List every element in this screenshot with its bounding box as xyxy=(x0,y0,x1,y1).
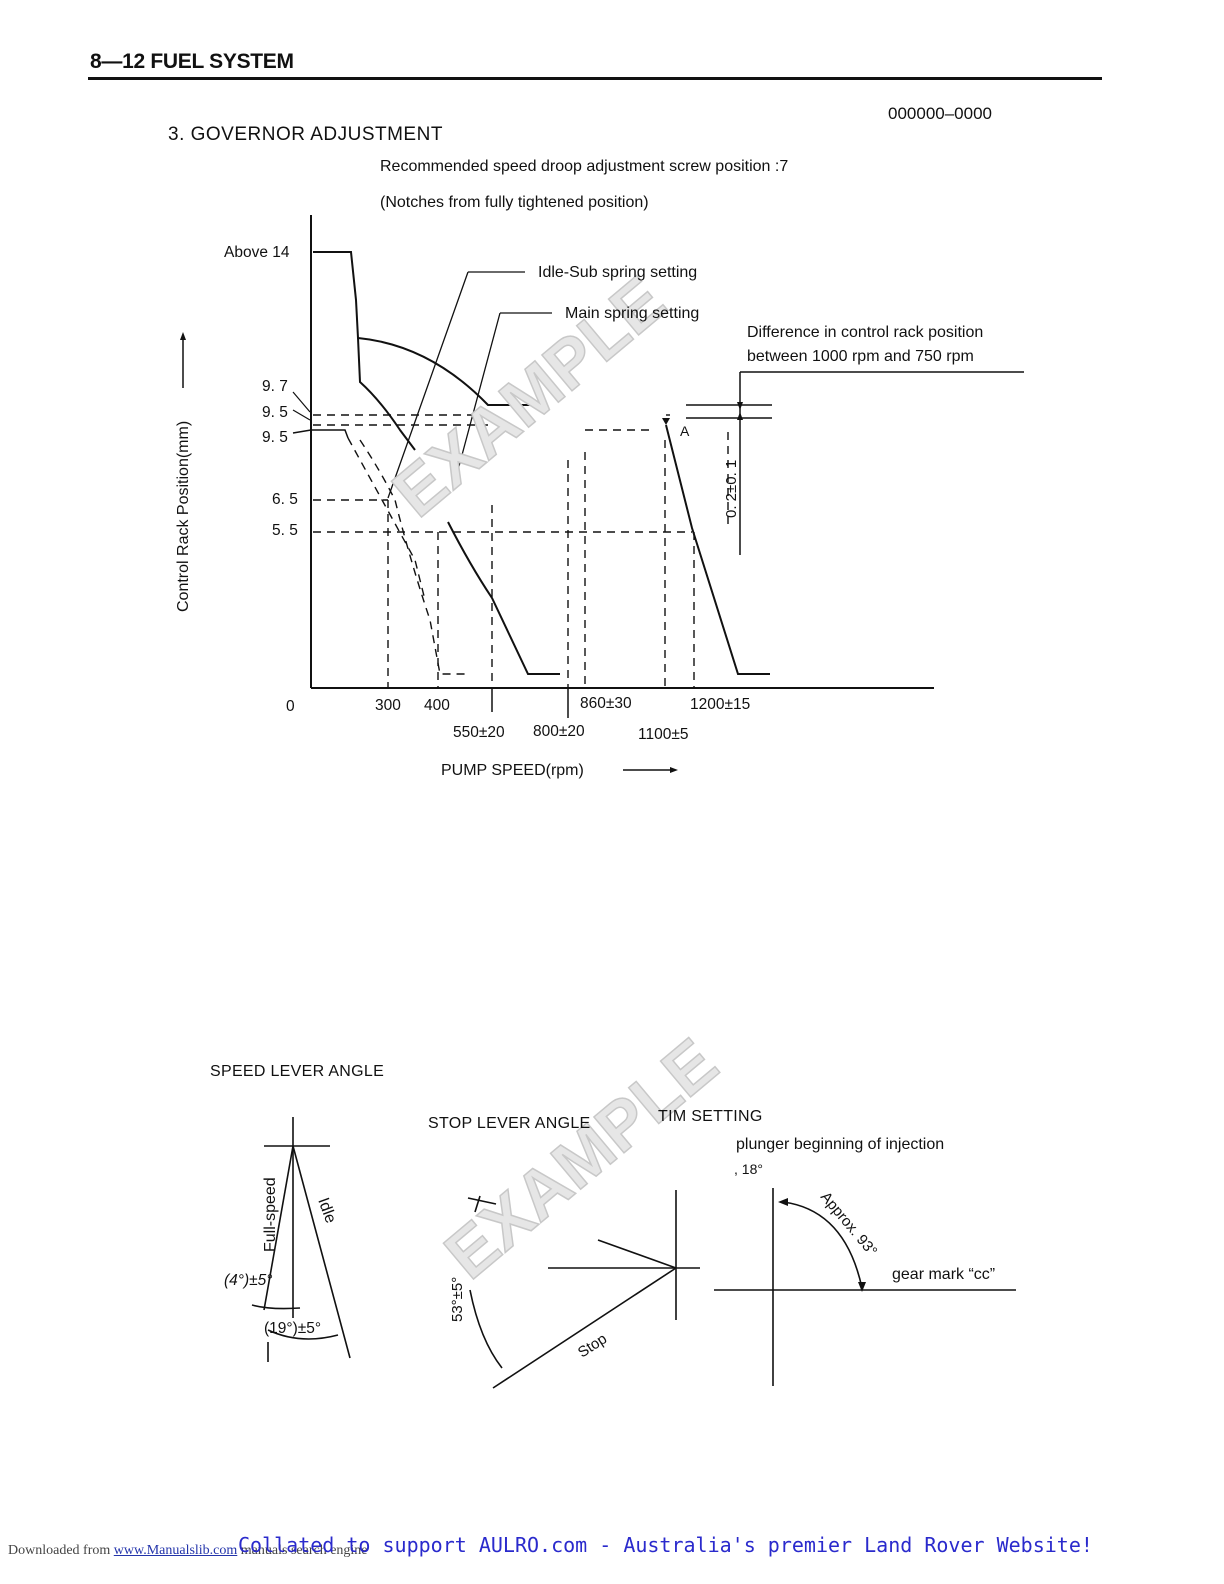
x-label-400: 400 xyxy=(424,697,450,714)
x-label-0: 0 xyxy=(286,698,295,715)
idle-curve xyxy=(357,337,416,451)
y-label-9-7: 9. 7 xyxy=(262,378,288,395)
y-label-9-5a: 9. 5 xyxy=(262,404,288,421)
droop-note-line1: Recommended speed droop adjustment screw… xyxy=(380,158,789,175)
main-spring-leader xyxy=(457,312,552,471)
x-label-860: 860±30 xyxy=(580,695,632,712)
speed-lever-diagram xyxy=(251,1117,351,1362)
full-speed-label: Full-speed xyxy=(262,1177,279,1252)
footer-prefix: Downloaded from xyxy=(8,1543,111,1558)
speed-lever-title: SPEED LEVER ANGLE xyxy=(210,1063,385,1080)
watermark-example-2: EXAMPLE xyxy=(431,1024,732,1294)
speed-angle-1: (4°)±5° xyxy=(224,1272,273,1289)
speed-angle-2: (19°)±5° xyxy=(264,1320,322,1337)
stop-label: Stop xyxy=(575,1330,610,1361)
timing-title: TIM SETTING xyxy=(658,1108,763,1125)
high-speed-curve xyxy=(665,424,770,675)
difference-label-line2: between 1000 rpm and 750 rpm xyxy=(747,348,974,365)
y-label-above14: Above 14 xyxy=(224,244,290,261)
idle-label: Idle xyxy=(314,1196,339,1226)
y-label-6-5: 6. 5 xyxy=(272,491,298,508)
header-title: 8—12 FUEL SYSTEM xyxy=(90,50,294,73)
y-axis-title: Control Rack Position(mm) xyxy=(175,421,192,612)
x-label-1200: 1200±15 xyxy=(690,696,751,713)
footer-downloaded: Downloaded from www.Manualslib.com manua… xyxy=(8,1543,368,1559)
timing-line2: , 18° xyxy=(734,1161,763,1177)
difference-label-line1: Difference in control rack position xyxy=(747,324,984,341)
main-descent xyxy=(447,521,560,675)
point-a-label: A xyxy=(680,423,690,439)
stop-angle-label: 53°±5° xyxy=(449,1277,466,1322)
gear-mark-label: gear mark “cc” xyxy=(892,1266,996,1283)
droop-note-line2: (Notches from fully tightened position) xyxy=(380,194,649,211)
idle-sub-leader xyxy=(387,271,525,499)
y-label-9-5b: 9. 5 xyxy=(262,429,288,446)
section-title: 3. GOVERNOR ADJUSTMENT xyxy=(168,124,443,145)
x-label-800: 800±20 xyxy=(533,723,585,740)
main-spring-label: Main spring setting xyxy=(565,305,700,322)
stop-lever-diagram xyxy=(467,1190,700,1389)
x-label-1100: 1100±5 xyxy=(638,726,689,743)
footer-suffix: manuals search engine xyxy=(240,1543,368,1558)
idle-sub-spring-label: Idle-Sub spring setting xyxy=(538,264,698,281)
tolerance-label: 0. 2±0. 1 xyxy=(723,460,740,518)
x-label-550: 550±20 xyxy=(453,724,505,741)
x-label-300: 300 xyxy=(375,697,401,714)
y-label-5-5: 5. 5 xyxy=(272,522,298,539)
header-rule xyxy=(88,77,1102,80)
footer-collated-text: Collated to support AULRO.com - Australi… xyxy=(238,1533,1093,1557)
manualslib-link[interactable]: www.Manualslib.com xyxy=(113,1543,238,1558)
x-axis-title: PUMP SPEED(rpm) xyxy=(441,762,584,779)
timing-diagram xyxy=(714,1188,1016,1386)
stop-lever-title: STOP LEVER ANGLE xyxy=(428,1115,591,1132)
timing-line1: plunger beginning of injection xyxy=(736,1136,945,1153)
doc-number: 000000–0000 xyxy=(888,104,993,123)
